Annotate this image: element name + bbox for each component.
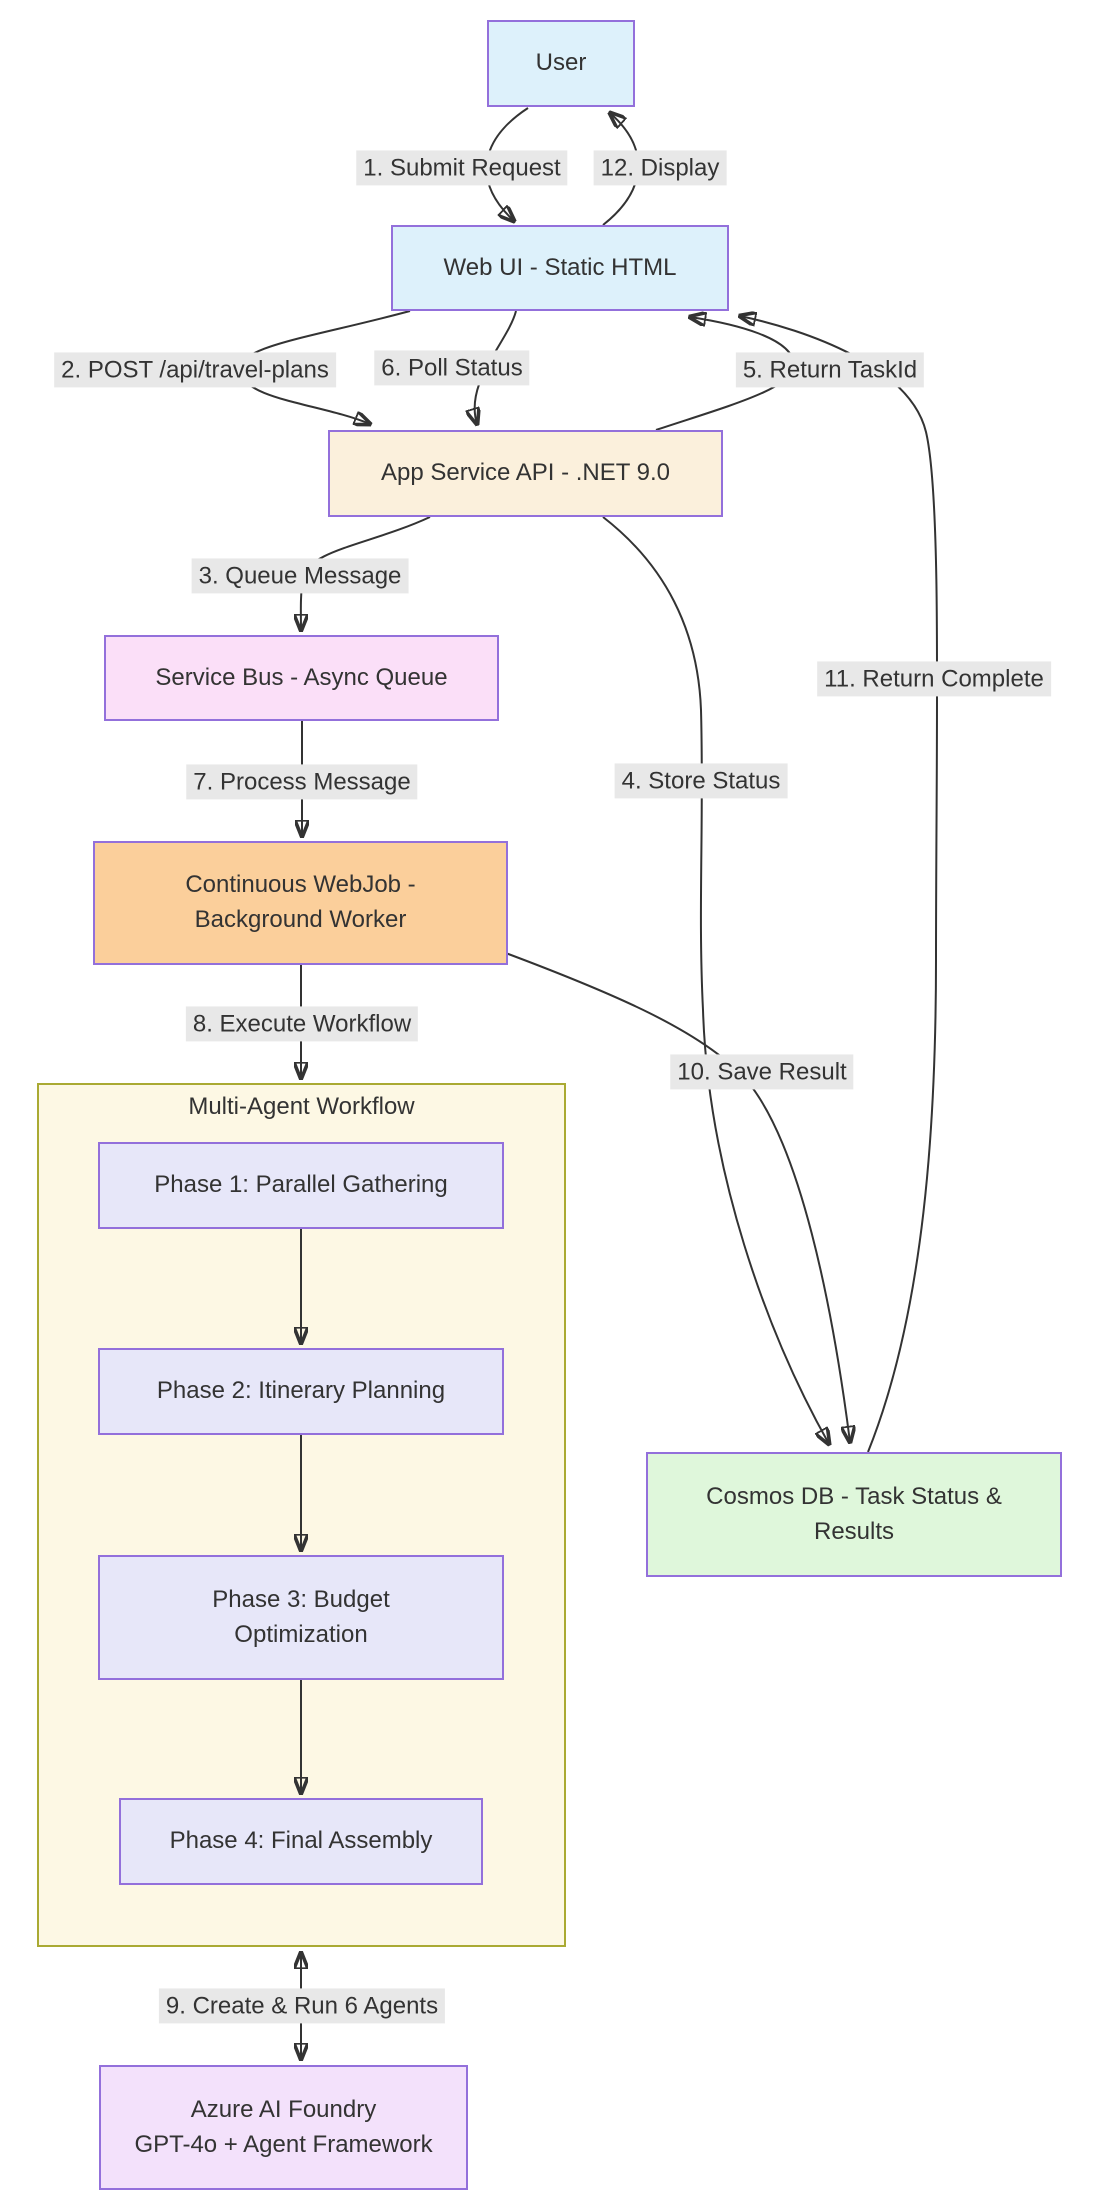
edge-label-return-taskid: 5. Return TaskId (735, 352, 925, 388)
node-webjob-label-line1: Continuous WebJob - (185, 871, 416, 899)
edge-store-status (602, 516, 829, 1444)
node-cosmos-db: Cosmos DB - Task Status & Results (646, 1452, 1062, 1577)
node-phase3: Phase 3: Budget Optimization (98, 1555, 504, 1680)
node-phase3-label-line1: Phase 3: Budget (212, 1585, 390, 1613)
node-service-bus-label: Service Bus - Async Queue (155, 663, 448, 691)
edge-save-result (502, 951, 850, 1442)
workflow-subgraph-title: Multi-Agent Workflow (188, 1093, 415, 1120)
node-azure-ai-foundry-label-line1: Azure AI Foundry (190, 2095, 377, 2123)
node-phase4: Phase 4: Final Assembly (119, 1798, 483, 1885)
node-cosmos-db-label-line2: Results (813, 1517, 895, 1545)
node-cosmos-db-label-line1: Cosmos DB - Task Status & (706, 1482, 1002, 1510)
edge-label-create-run-agents: 9. Create & Run 6 Agents (158, 1988, 446, 2024)
node-phase2-label: Phase 2: Itinerary Planning (156, 1377, 446, 1405)
edge-label-store-status: 4. Store Status (614, 763, 788, 799)
node-phase1-label: Phase 1: Parallel Gathering (154, 1171, 448, 1199)
edge-label-save-result: 10. Save Result (670, 1054, 854, 1090)
node-phase3-label-line2: Optimization (234, 1620, 368, 1648)
edge-label-return-complete: 11. Return Complete (817, 661, 1051, 697)
node-phase2: Phase 2: Itinerary Planning (98, 1348, 504, 1435)
node-phase4-label: Phase 4: Final Assembly (169, 1827, 433, 1855)
node-webjob-label-line2: Background Worker (194, 906, 407, 933)
node-user-label: User (535, 49, 587, 77)
edge-label-post-travel-plans: 2. POST /api/travel-plans (54, 352, 336, 388)
node-app-service-api: App Service API - .NET 9.0 (328, 430, 723, 517)
node-phase1: Phase 1: Parallel Gathering (98, 1142, 504, 1229)
node-azure-ai-foundry-label-line2: GPT-4o + Agent Framework (134, 2130, 433, 2158)
edge-label-submit-request: 1. Submit Request (356, 150, 568, 186)
edge-label-poll-status: 6. Poll Status (374, 350, 530, 386)
node-web-ui-label: Web UI - Static HTML (443, 253, 677, 281)
node-azure-ai-foundry: Azure AI Foundry GPT-4o + Agent Framewor… (99, 2065, 468, 2190)
node-webjob: Continuous WebJob - Background Worker (93, 841, 508, 965)
node-user: User (487, 20, 635, 107)
node-service-bus: Service Bus - Async Queue (104, 635, 499, 721)
edge-label-execute-workflow: 8. Execute Workflow (185, 1006, 419, 1042)
edge-label-display: 12. Display (593, 150, 727, 186)
node-app-service-api-label: App Service API - .NET 9.0 (380, 459, 671, 487)
edge-return-complete (740, 316, 939, 1453)
edge-label-queue-message: 3. Queue Message (191, 558, 409, 594)
edge-label-process-message: 7. Process Message (186, 764, 418, 800)
node-web-ui: Web UI - Static HTML (391, 225, 729, 311)
